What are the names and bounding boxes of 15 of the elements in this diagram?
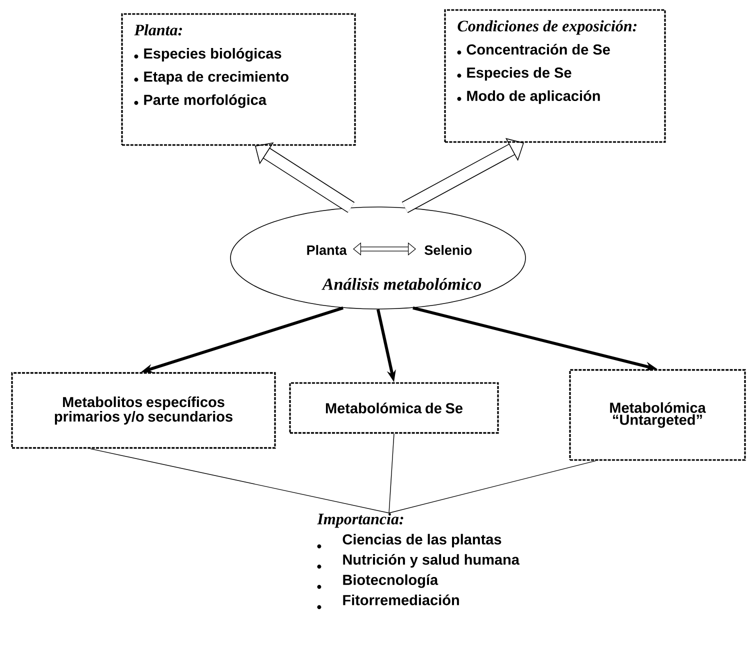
category-box: Metabolitos específicos primarios y/o secundarios xyxy=(11,372,276,449)
block-arrow xyxy=(402,138,524,213)
node-label: Nutrición y salud humana xyxy=(343,554,520,568)
list-box: Planta: Especies biológicas Etapa de crecimiento Parte morfológica xyxy=(121,13,356,146)
connector-line xyxy=(90,448,390,514)
node-label: Ciencias de las plantas xyxy=(342,534,502,548)
connector-line xyxy=(388,433,394,514)
node-label: Fitorremediación xyxy=(343,594,459,606)
category-box: Metabolómica de Se xyxy=(289,382,499,434)
connector-line xyxy=(388,460,596,514)
category-box: Metabolómica “Untargeted” xyxy=(569,369,746,461)
list-box: Condiciones de exposición: Concentración de Se Especies de Se Modo de aplicación xyxy=(444,9,666,143)
importance-list: Importancia: Ciencias de las plantas Nutrición y salud humana Biotecnología Fitorremediación xyxy=(317,513,520,610)
node-label: Biotecnología xyxy=(343,574,438,588)
node-label: Importancia: xyxy=(317,513,404,528)
